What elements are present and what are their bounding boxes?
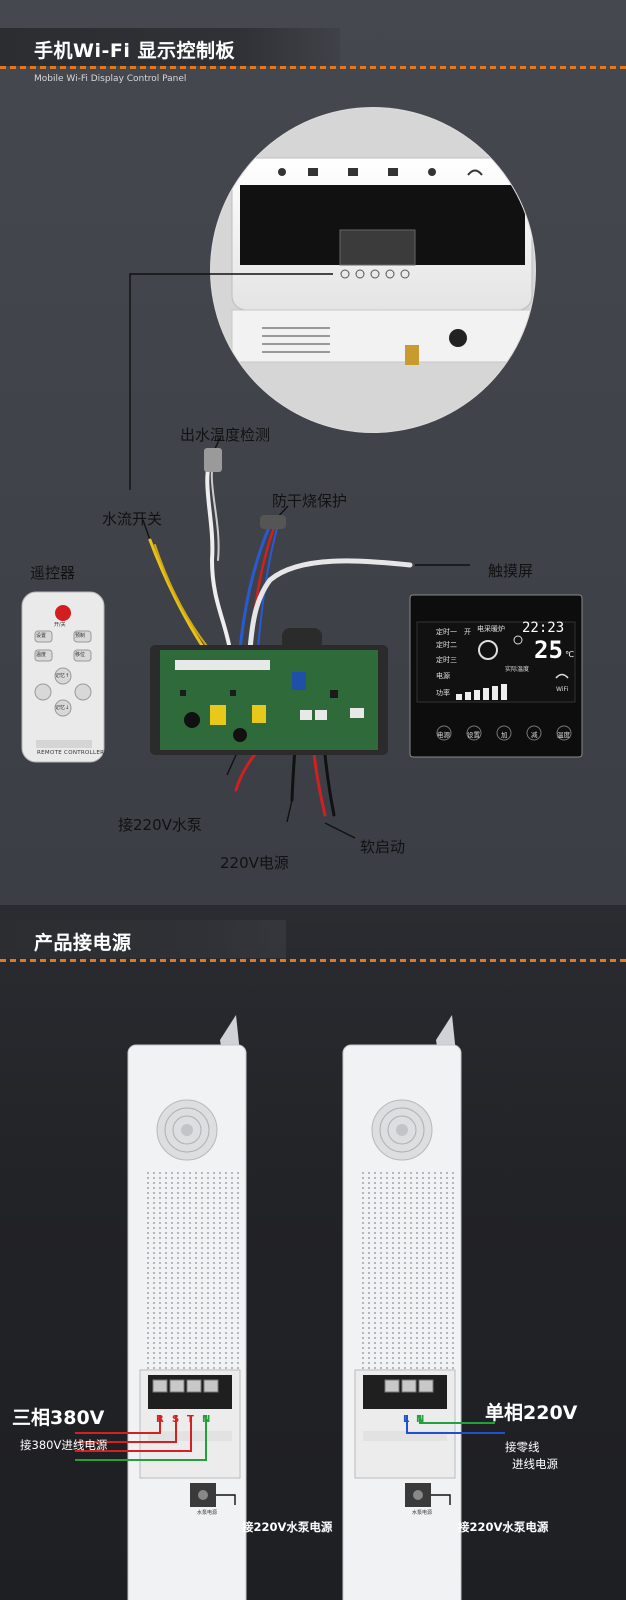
touchscreen-panel	[409, 594, 583, 758]
remote-power-button	[55, 605, 71, 621]
ts-wattage: 功率	[436, 689, 450, 697]
terminal-l: L	[403, 1414, 410, 1425]
ts-btn-plus: 加	[501, 731, 508, 739]
three-phase-desc: 接380V进线电源	[20, 1438, 108, 1452]
label-pump: 接220V水泵	[118, 816, 202, 834]
label-water-switch: 水流开关	[102, 510, 163, 528]
section2-title: 产品接电源	[34, 932, 132, 954]
terminal-r: R	[156, 1414, 164, 1425]
wifi-icon	[467, 169, 483, 176]
remote-brand: REMOTE CONTROLLER	[37, 750, 105, 756]
product-closeup	[210, 107, 536, 433]
remote-btn-temp: 温度	[36, 652, 47, 658]
label-dry-burn: 防干烧保护	[272, 492, 348, 510]
single-phase-neutral: 接零线	[505, 1440, 540, 1454]
ts-actual-temp: 实际温度	[505, 666, 530, 673]
ts-temp: 25	[534, 636, 563, 664]
heater-unit-single-phase	[342, 1015, 462, 1600]
remote-nav-up: 记忆↑	[55, 673, 70, 679]
ts-wifi-icon	[555, 673, 569, 679]
terminal-t: T	[187, 1414, 194, 1425]
clock-icon	[513, 635, 523, 645]
ts-btn-minus: 减	[531, 731, 538, 739]
single-phase-pump: 接220V水泵电源	[458, 1520, 549, 1534]
ts-mode: 电采暖炉	[477, 625, 505, 633]
ts-btn-power: 电源	[437, 731, 450, 739]
single-phase-title: 单相220V	[485, 1402, 578, 1424]
section-header-bar	[0, 28, 340, 66]
power-connection-section	[0, 905, 626, 1600]
label-remote: 遥控器	[30, 564, 76, 582]
heater-unit-three-phase	[127, 1015, 247, 1600]
ts-time: 22:23	[522, 620, 565, 636]
label-power: 220V电源	[220, 854, 289, 872]
ts-btn-temp: 温度	[557, 731, 570, 739]
three-phase-title: 三相380V	[12, 1407, 105, 1429]
shower-icon	[308, 168, 318, 176]
single-phase-line: 进线电源	[512, 1457, 558, 1471]
ts-temp-unit: ℃	[565, 650, 574, 659]
section-subtitle: Mobile Wi-Fi Display Control Panel	[34, 74, 187, 84]
header-divider	[0, 66, 626, 69]
ts-timer3: 定时三	[436, 656, 457, 664]
dry-burn-sensor	[260, 515, 286, 529]
header2-divider	[0, 959, 626, 962]
ts-power: 电源	[436, 672, 450, 680]
socket-label-right: 水泵电源	[412, 1510, 433, 1516]
control-pcb	[150, 628, 388, 755]
socket-label-left: 水泵电源	[197, 1510, 218, 1516]
ts-timer1: 定时一	[436, 628, 457, 636]
ts-on-label: 开	[464, 628, 471, 636]
ts-btn-set: 设置	[467, 731, 480, 739]
heat-icon	[388, 168, 398, 176]
remote-btn-preset: 预制	[75, 633, 86, 639]
terminal-n-3p: N	[202, 1414, 211, 1425]
ts-timer2: 定时二	[436, 641, 457, 649]
remote-power-label: 开/关	[54, 622, 66, 628]
outlet-temp-sensor	[204, 448, 222, 472]
three-phase-pump: 接220V水泵电源	[242, 1520, 333, 1534]
control-diagram	[21, 107, 583, 839]
remote-nav-down: 记忆↓	[55, 705, 70, 711]
remote-btn-set: 设置	[36, 633, 47, 639]
remote-controller	[21, 591, 105, 763]
section2-header-bar	[0, 920, 286, 958]
timer-icon	[428, 168, 436, 176]
remote-btn-shift: 移位	[75, 652, 86, 658]
drop-icon	[278, 168, 286, 176]
fan-icon	[478, 640, 498, 660]
label-soft-start: 软启动	[360, 838, 406, 856]
ts-wifi-label: WiFi	[556, 686, 569, 693]
label-outlet-temp: 出水温度检测	[180, 426, 271, 444]
power-diagram	[75, 1015, 505, 1600]
terminal-s: S	[172, 1414, 180, 1425]
section-title: 手机Wi-Fi 显示控制板	[34, 40, 235, 62]
mode-icon	[348, 168, 358, 176]
terminal-n-1p: N	[416, 1414, 425, 1425]
label-touchscreen: 触摸屏	[488, 562, 534, 580]
